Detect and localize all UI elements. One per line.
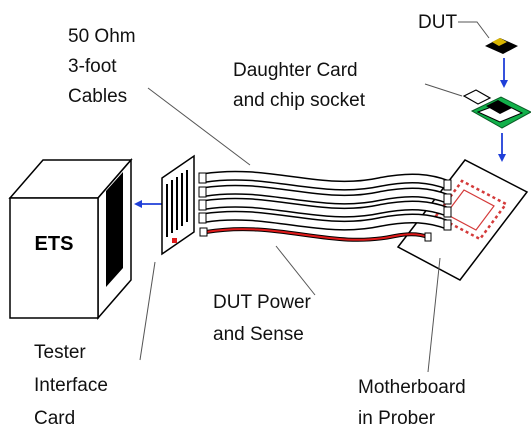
daughter-card — [462, 89, 531, 129]
tic-power-connector — [172, 238, 177, 243]
label-daughter-line1: Daughter Card — [233, 60, 358, 81]
label-tic-line3: Card — [34, 408, 75, 429]
label-tic-line2: Interface — [34, 375, 108, 396]
label-motherboard: Motherboard in Prober — [358, 377, 466, 429]
label-cables-line3: Cables — [68, 86, 127, 107]
leader-line-motherboard — [427, 257, 441, 373]
cable-connector — [198, 172, 207, 184]
cable — [203, 199, 450, 217]
chip-in-socket — [486, 100, 512, 114]
motherboard-socket-outline — [445, 189, 495, 231]
leader-line-power — [275, 245, 316, 296]
ets-tester: ETS — [8, 157, 133, 321]
cable-connector — [199, 227, 208, 237]
power-cable — [205, 228, 429, 241]
label-power-line1: DUT Power — [213, 292, 312, 313]
label-power-sense: DUT Power and Sense — [213, 292, 312, 345]
label-cables-line1: 50 Ohm — [68, 26, 136, 47]
cable-connector — [424, 232, 432, 242]
dut-chip — [485, 38, 518, 54]
cable-connector — [198, 212, 207, 224]
label-daughter-card: Daughter Card and chip socket — [233, 60, 366, 111]
ets-label: ETS — [35, 233, 74, 255]
cable-connector — [443, 206, 452, 218]
label-cables: 50 Ohm 3-foot Cables — [68, 26, 136, 107]
tester-interface-card — [161, 154, 195, 256]
cable — [203, 172, 450, 190]
cable-bundle — [198, 170, 452, 242]
leader-line-dut — [458, 21, 490, 39]
label-cables-line2: 3-foot — [68, 56, 117, 77]
label-mother-line1: Motherboard — [358, 377, 466, 398]
label-dut: DUT — [418, 12, 457, 33]
power-cable-outline — [205, 227, 429, 242]
leader-lines — [139, 21, 490, 373]
dut-top-marking — [492, 38, 507, 46]
cable — [203, 186, 450, 204]
cable-connector — [198, 186, 207, 198]
label-tester-interface-card: Tester Interface Card — [34, 342, 108, 429]
chip-socket — [462, 89, 492, 105]
leader-line-cables — [147, 87, 251, 166]
cable-connector — [443, 193, 452, 205]
leader-line-tic — [139, 261, 156, 361]
cable — [203, 212, 450, 230]
label-tic-line1: Tester — [34, 342, 86, 363]
label-daughter-line2: and chip socket — [233, 90, 366, 111]
ets-front-face — [9, 197, 99, 319]
label-mother-line2: in Prober — [358, 408, 436, 429]
cable-connector — [198, 199, 207, 211]
cable-connector — [443, 219, 452, 231]
ets-screen — [106, 172, 123, 287]
label-power-line2: and Sense — [213, 324, 304, 345]
cable-connector — [443, 179, 452, 191]
leader-line-daughter — [424, 83, 463, 97]
